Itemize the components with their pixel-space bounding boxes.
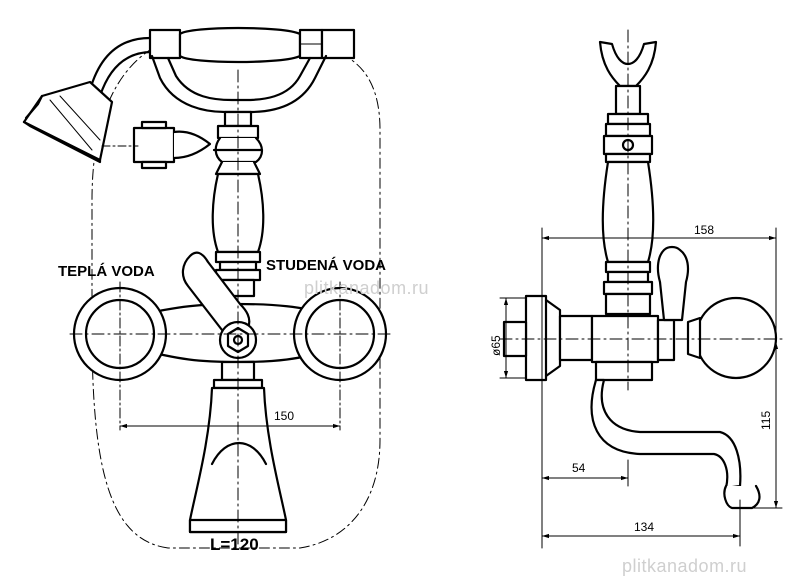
- dimension-54: 54: [572, 461, 586, 475]
- side-lever: [656, 245, 690, 322]
- cold-water-label: STUDENÁ VODA: [266, 257, 386, 274]
- spout-length-label: L=120: [210, 535, 259, 554]
- spout-side: [590, 378, 742, 490]
- dimension-158: 158: [694, 223, 714, 237]
- shower-hose: [88, 36, 177, 92]
- side-view: [499, 29, 783, 549]
- dimension-115: 115: [759, 411, 773, 430]
- hose-outlet: [132, 126, 176, 164]
- clearance-outline: [91, 43, 381, 549]
- dimension-134: 134: [634, 520, 654, 534]
- wall-rosette: [524, 294, 548, 382]
- dimension-65: ø65: [489, 335, 503, 356]
- cradle-bracket: [150, 54, 328, 114]
- side-knob: [694, 296, 778, 380]
- hot-water-label: TEPLÁ VODA: [58, 263, 155, 280]
- dimension-150: 150: [274, 409, 294, 423]
- front-view: [22, 26, 393, 549]
- shower-handle-holder: [148, 28, 182, 60]
- watermark-bottom-right: plitkanadom.ru: [622, 556, 747, 576]
- watermark-center: plitkanadom.ru: [304, 278, 429, 298]
